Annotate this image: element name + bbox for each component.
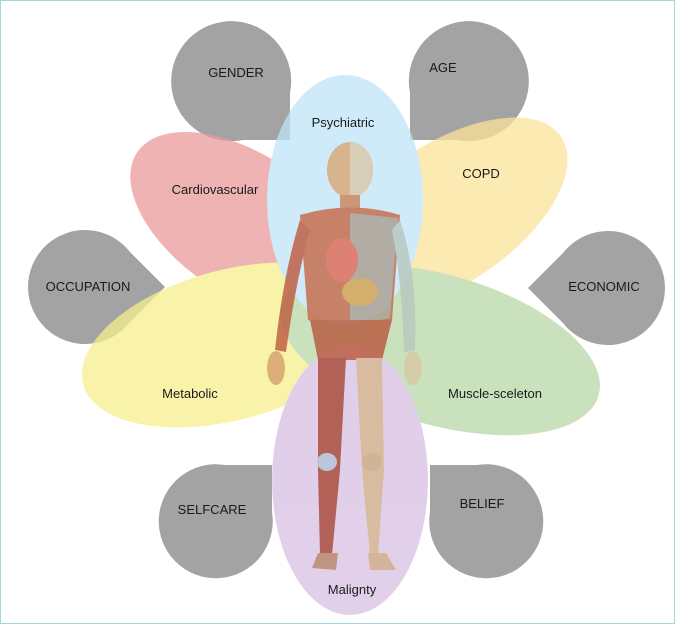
- label-metabolic: Metabolic: [162, 386, 218, 401]
- label-age: AGE: [429, 60, 457, 75]
- label-gender: GENDER: [208, 65, 264, 80]
- label-muscle-skeleton: Muscle-sceleton: [448, 386, 542, 401]
- label-psychiatric: Psychiatric: [312, 115, 375, 130]
- selfcare-drop: [159, 464, 273, 578]
- gender-drop: [171, 21, 291, 141]
- label-copd: COPD: [462, 166, 500, 181]
- label-belief: BELIEF: [460, 496, 505, 511]
- label-selfcare: SELFCARE: [178, 502, 247, 517]
- petal-malignancy: [272, 345, 428, 615]
- label-cardiovascular: Cardiovascular: [172, 182, 259, 197]
- label-economic: ECONOMIC: [568, 279, 640, 294]
- label-occupation: OCCUPATION: [46, 279, 131, 294]
- belief-drop: [429, 464, 543, 578]
- label-malignancy: Malignty: [328, 582, 377, 597]
